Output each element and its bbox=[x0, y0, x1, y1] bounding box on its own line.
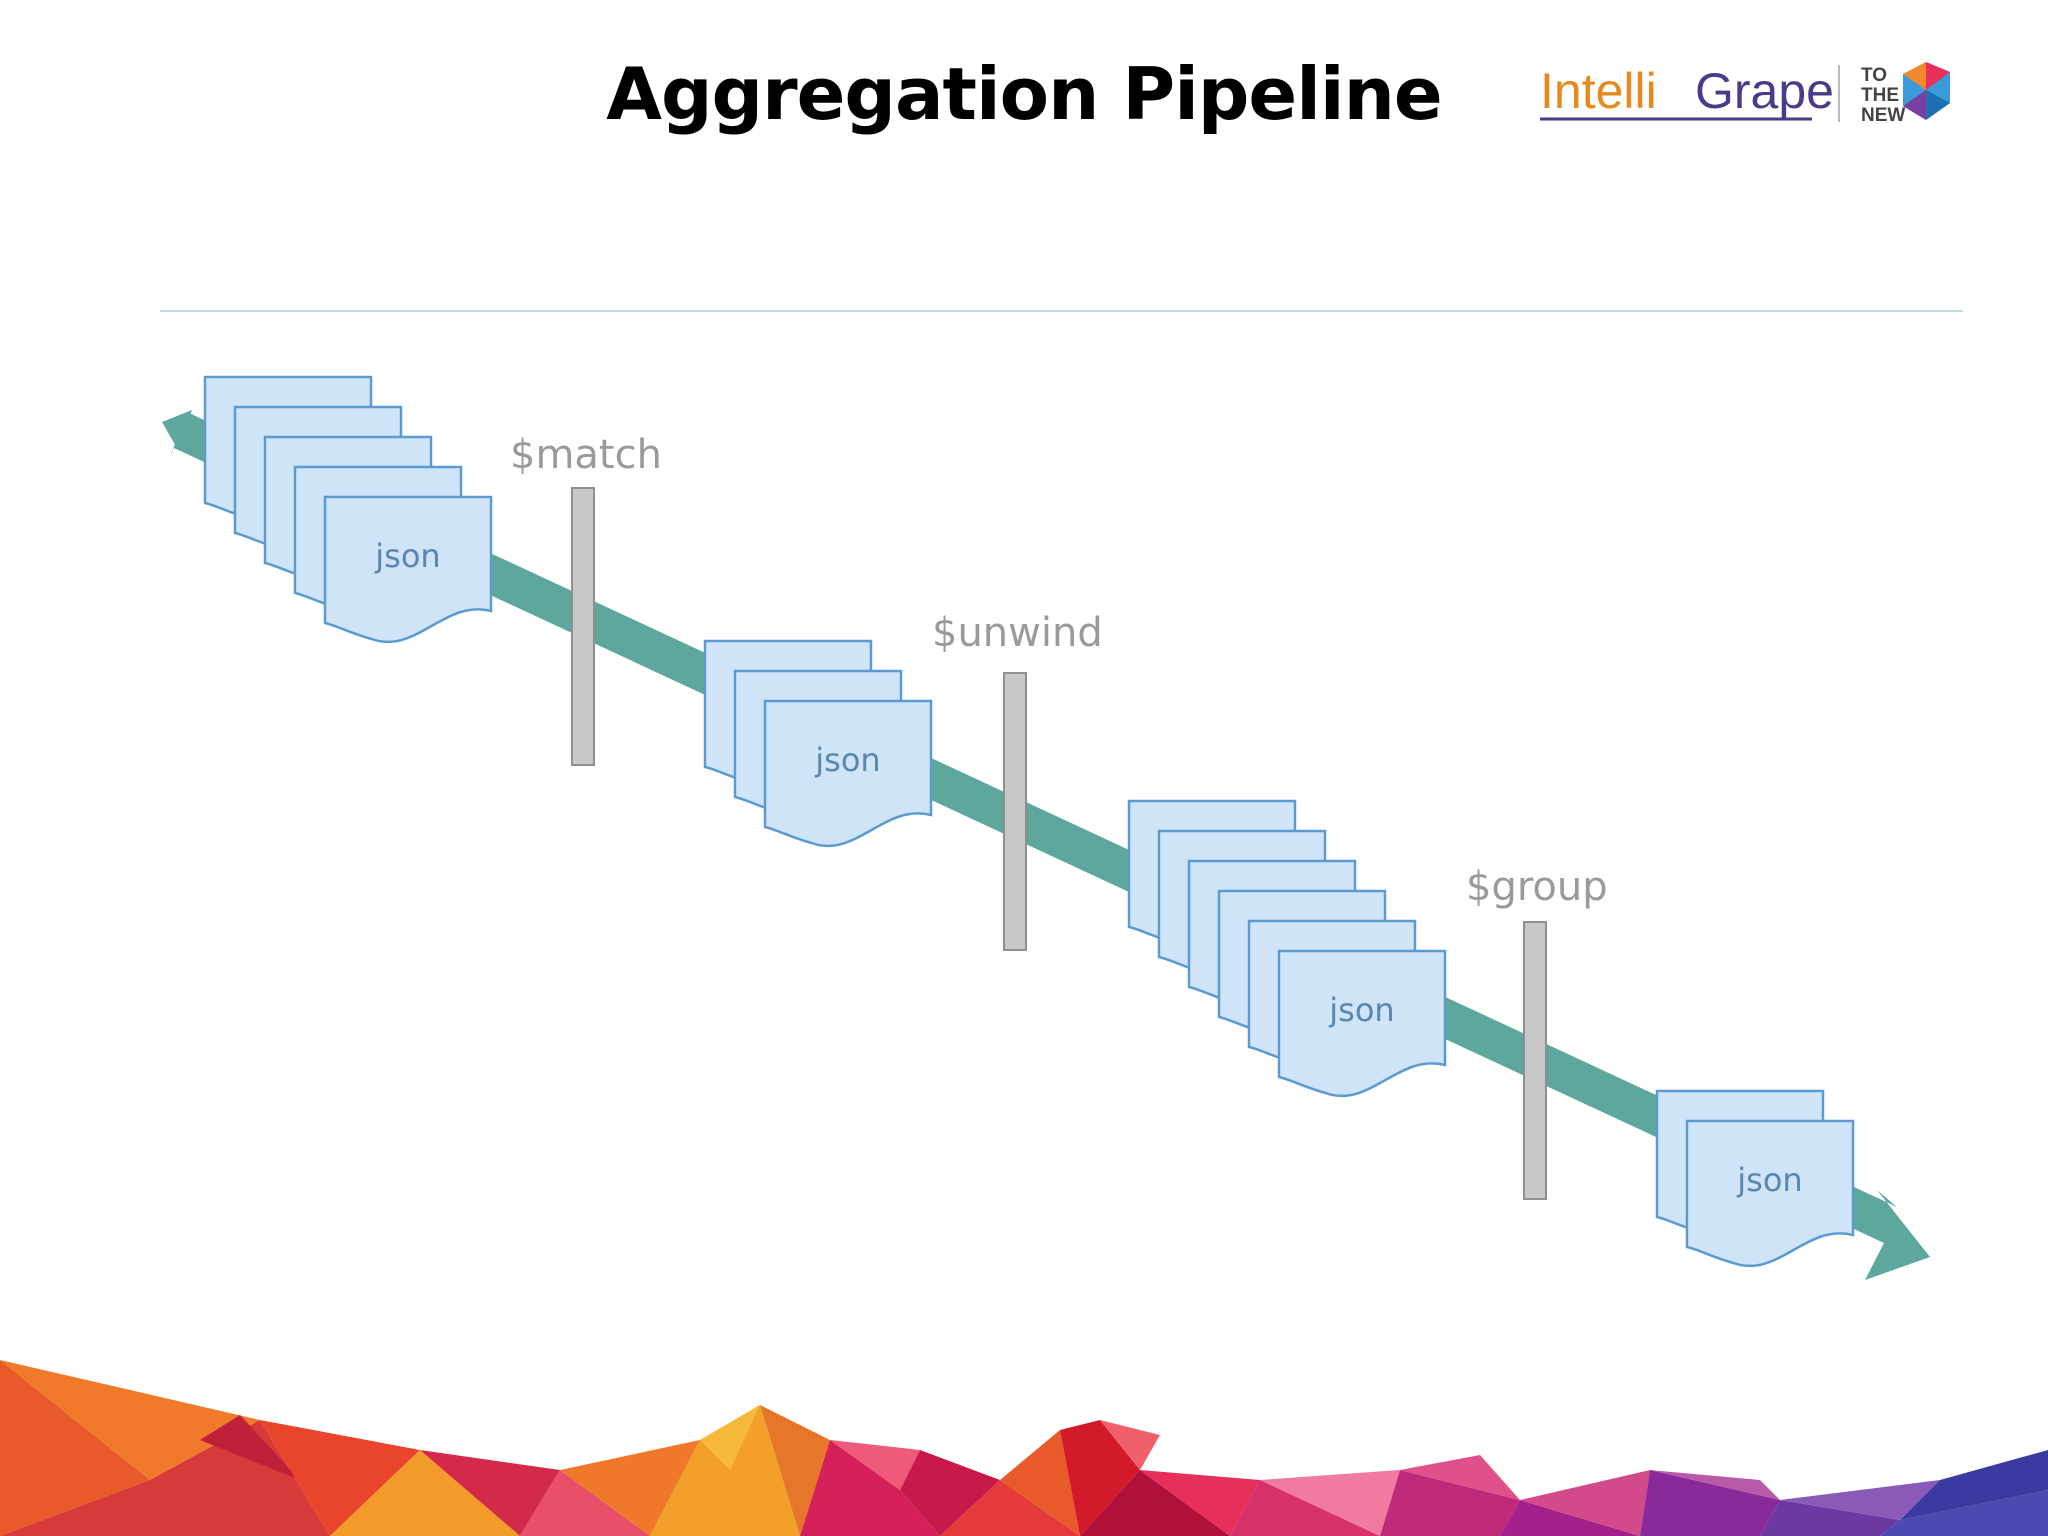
stage-unwind-label: $unwind bbox=[932, 610, 1103, 656]
document-group-4: json bbox=[1655, 1089, 1855, 1268]
json-document bbox=[1685, 1119, 1855, 1268]
json-document-label: json bbox=[1328, 991, 1394, 1029]
logo-tagline-1: TO bbox=[1861, 65, 1887, 86]
logo-brand-part2: Grape bbox=[1695, 63, 1834, 119]
json-document-label: json bbox=[374, 537, 440, 575]
stage-group-bar bbox=[1523, 921, 1547, 1200]
document-group-1: json bbox=[203, 375, 493, 644]
stage-match-bar bbox=[571, 487, 595, 766]
logo-tagline-2: THE bbox=[1861, 85, 1899, 106]
slide-title-text: Aggregation Pipeline bbox=[606, 52, 1442, 136]
document-group-3: json bbox=[1127, 799, 1447, 1098]
slide-title: Aggregation Pipeline bbox=[0, 52, 2048, 136]
logo-tagline-3: NEW bbox=[1861, 105, 1905, 126]
stage-group-label: $group bbox=[1466, 864, 1608, 910]
document-group-2: json bbox=[703, 639, 933, 848]
json-document bbox=[1277, 949, 1447, 1098]
pipeline-arrow bbox=[162, 410, 1930, 1280]
stage-unwind-bar bbox=[1003, 672, 1027, 951]
json-document-label: json bbox=[814, 741, 880, 779]
json-document-label: json bbox=[1736, 1161, 1802, 1199]
stage-match-label: $match bbox=[510, 432, 662, 478]
stage-match: $match bbox=[510, 432, 662, 766]
logo-brand-part1: Intelli bbox=[1540, 63, 1657, 119]
stage-group: $group bbox=[1466, 864, 1608, 1200]
stage-unwind: $unwind bbox=[932, 610, 1103, 951]
json-document bbox=[763, 699, 933, 848]
logo-emblem-icon bbox=[1903, 62, 1950, 120]
decorative-footer bbox=[0, 1360, 2048, 1536]
company-logo: Intelli Grape TO THE NEW bbox=[1540, 62, 1950, 126]
json-document bbox=[323, 495, 493, 644]
